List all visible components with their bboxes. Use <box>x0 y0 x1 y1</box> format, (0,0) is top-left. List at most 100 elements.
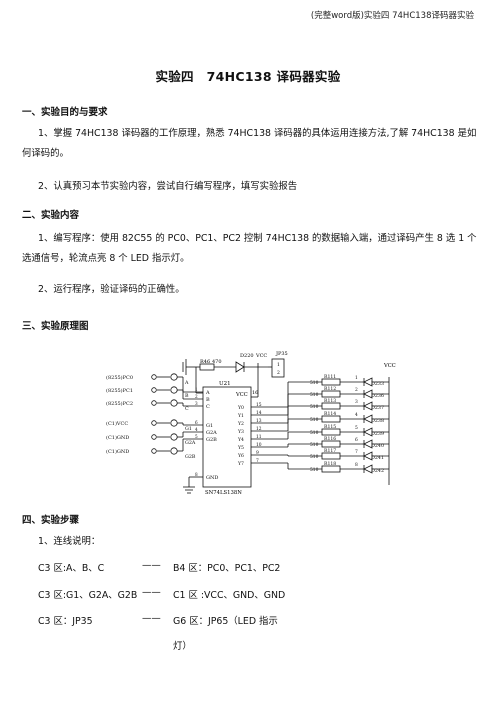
chip-pin-label: G2A <box>206 430 217 436</box>
input-pin-label: G2B <box>185 454 196 460</box>
chip-out-label: Y0 <box>237 405 244 411</box>
section-2-paragraph-2: 2、运行程序，验证译码的正确性。 <box>22 280 478 300</box>
chip-vcc-label: VCC <box>235 392 248 398</box>
wiring-row-3-left: C3 区：JP35 <box>38 616 93 627</box>
chip-pin-label: GND <box>206 475 218 481</box>
chip-out-number: 12 <box>256 427 262 432</box>
led-number: 5 <box>355 426 358 431</box>
chip-out-label: Y1 <box>237 413 244 419</box>
input-label: (8255)PC0 <box>106 374 133 381</box>
r46-label: R46 <box>200 359 210 365</box>
input-pin-label: G2A <box>185 440 196 446</box>
pin16-label: 16 <box>252 390 258 396</box>
chip-pin-label: A <box>205 390 210 396</box>
input-label: (C1)GND <box>106 434 129 441</box>
led-label: D239 <box>371 431 384 437</box>
chip-pin-label: G1 <box>206 423 213 429</box>
section-1-paragraph-2: 2、认真预习本节实验内容，尝试自行编写程序，填写实验报告 <box>22 177 478 197</box>
led-number: 4 <box>355 413 358 418</box>
resistor-label: R116 <box>324 436 336 442</box>
header-note: (完整word版)实验四 74HC138译码器实验 <box>310 11 474 21</box>
jp35-pin-1: 1 <box>277 362 280 368</box>
wiring-row-1-sep: —— <box>142 560 161 571</box>
input-label: (C1)VCC <box>106 420 128 427</box>
section-3-heading: 三、实验原理图 <box>22 321 89 332</box>
text-line: 1、掌握 74HC138 译码器的工作原理，熟悉 74HC138 译码器的具体运… <box>38 128 477 139</box>
wiring-row-3-right: G6 区：JP65（LED 指示 <box>173 616 278 627</box>
resistor-value: 510 <box>310 381 319 386</box>
section-1-heading: 一、实验目的与要求 <box>22 107 108 118</box>
wiring-row-1-right: B4 区：PC0、PC1、PC2 <box>173 563 281 574</box>
input-pin-label: G1 <box>185 426 192 432</box>
resistor-value: 510 <box>310 468 319 473</box>
input-terminal <box>151 434 157 440</box>
input-jack <box>170 447 178 455</box>
text-line: 1、连线说明： <box>38 536 101 547</box>
text-line: 选通信号，轮流点亮 8 个 LED 指示灯。 <box>22 253 190 264</box>
input-label: (8255)PC1 <box>106 387 133 394</box>
section-2-heading: 二、实验内容 <box>22 210 80 221</box>
d220-label: D220 <box>240 353 254 359</box>
input-terminal <box>151 387 157 393</box>
resistor-label: R118 <box>324 461 336 467</box>
led-label: D240 <box>371 443 384 449</box>
chip-pin-number: 1 <box>195 387 198 392</box>
chip-pin-label: B <box>206 397 210 403</box>
wiring-row-2-sep: —— <box>142 587 161 598</box>
chip-out-number: 10 <box>256 443 262 448</box>
chip-out-number: 9 <box>256 451 259 456</box>
chip-pin-number: 5 <box>195 434 198 439</box>
chip-pin-number: 8 <box>195 472 198 477</box>
text-line: 何译码的。 <box>22 148 69 159</box>
wiring-row-1-left: C3 区:A、B、C <box>38 563 105 574</box>
chip-out-label: Y2 <box>237 421 244 427</box>
led-number: 3 <box>355 400 358 405</box>
input-pin-label: C <box>185 406 189 412</box>
chip-out-number: 11 <box>256 435 262 440</box>
document-title: 实验四 74HC138 译码器实验 <box>155 69 341 84</box>
chip-out-number: 7 <box>256 459 259 464</box>
chip-out-label: Y7 <box>237 461 244 467</box>
led-number: 1 <box>355 376 358 381</box>
input-pin-label: B <box>185 393 189 399</box>
led-number: 6 <box>355 438 358 443</box>
wiring-row-3-cont: 灯） <box>173 641 192 652</box>
jp35-pin-2: 2 <box>277 370 280 376</box>
chip-out-label: Y6 <box>237 453 244 459</box>
text-line: 1、编写程序：使用 82C55 的 PC0、PC1、PC2 控制 74HC138… <box>38 233 477 244</box>
led-number: 8 <box>355 463 358 468</box>
wiring-row-3-sep: —— <box>142 613 161 624</box>
resistor-value: 510 <box>310 405 319 410</box>
chip-pin-number: 2 <box>195 394 198 399</box>
chip-out-label: Y4 <box>237 437 244 443</box>
resistor-value: 510 <box>310 393 319 398</box>
resistor-label: R112 <box>324 386 336 392</box>
resistor-label: R111 <box>324 374 336 380</box>
section-2-paragraph-1: 1、编写程序：使用 82C55 的 PC0、PC1、PC2 控制 74HC138… <box>22 229 478 269</box>
resistor-label: R117 <box>324 448 336 454</box>
resistor-value: 510 <box>310 418 319 423</box>
led-label: D242 <box>371 468 384 474</box>
vcc-right-label: VCC <box>383 363 396 369</box>
chip-out-number: 15 <box>256 403 262 408</box>
input-label: (8255)PC2 <box>106 400 133 407</box>
chip-pin-label: C <box>206 404 210 410</box>
resistor-value: 510 <box>310 443 319 448</box>
chip-pin-label: G2B <box>206 437 217 443</box>
input-jack <box>170 373 178 381</box>
wiring-row-2-right: C1 区 :VCC、GND、GND <box>173 590 286 601</box>
section-4-heading: 四、实验步骤 <box>22 515 80 526</box>
wiring-row-2-left: C3 区:G1、G2A、G2B <box>38 590 138 601</box>
input-pin-label: A <box>184 380 189 386</box>
input-terminal <box>151 400 157 406</box>
chip-pin-number: 4 <box>195 427 198 432</box>
r46-value: 470 <box>212 359 222 365</box>
input-terminal <box>151 374 157 380</box>
input-jack <box>170 433 178 441</box>
chip-out-number: 14 <box>256 411 262 416</box>
input-terminal <box>151 448 157 454</box>
resistor-value: 510 <box>310 431 319 436</box>
vcc-top-label: VCC <box>255 353 267 359</box>
resistor-value: 510 <box>310 455 319 460</box>
chip-part: SN74LS138N <box>205 490 242 496</box>
